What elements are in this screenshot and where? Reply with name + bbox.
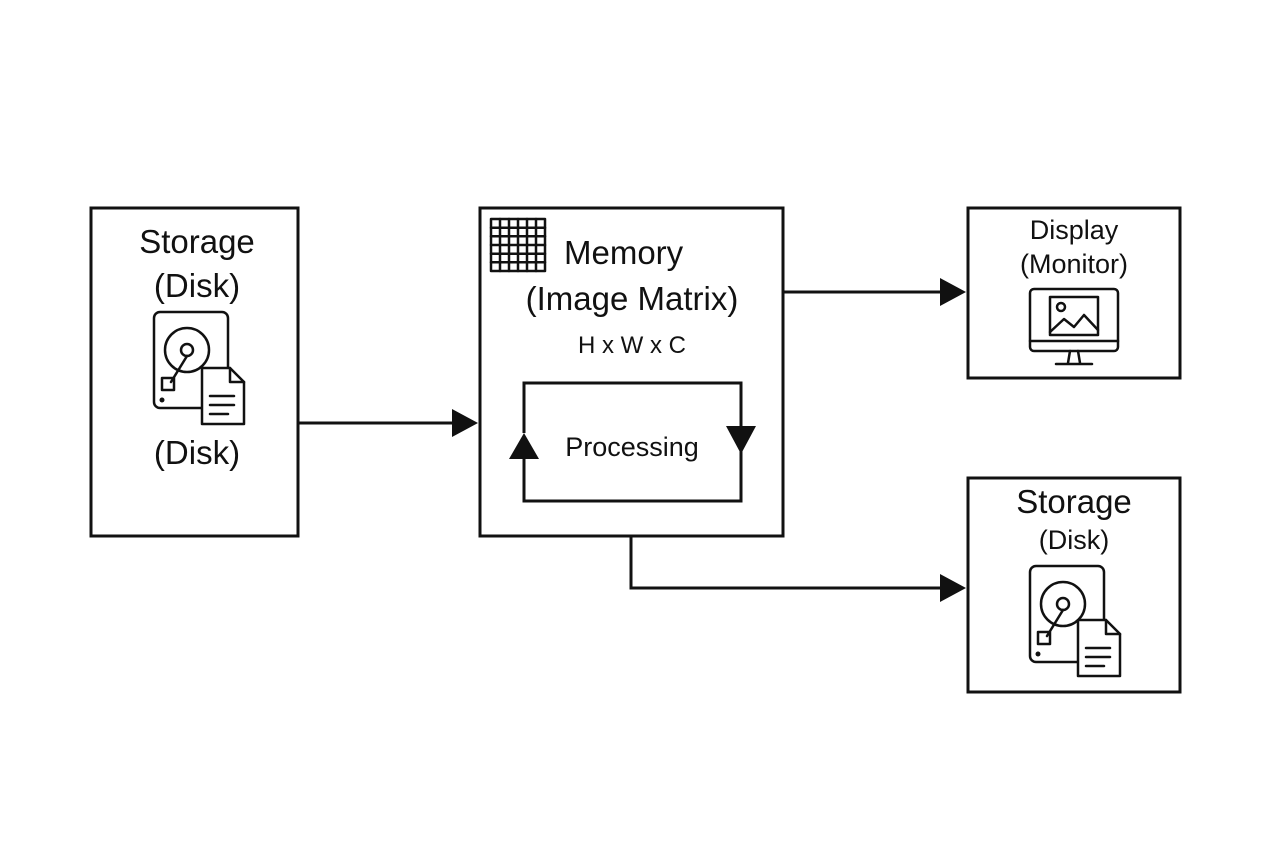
processing-label: Processing: [565, 432, 699, 462]
output-storage-subtitle: (Disk): [1039, 525, 1109, 555]
display-subtitle: (Monitor): [1020, 249, 1128, 279]
hard-drive-with-document-icon: [1028, 564, 1122, 678]
monitor-image-icon: [1028, 287, 1120, 366]
display-title: Display: [1030, 215, 1119, 245]
display-node: Display (Monitor): [966, 206, 1182, 380]
processing-up-arrowhead: [509, 433, 539, 459]
source-storage-title: Storage: [139, 223, 255, 260]
arrowhead-memory-input: [452, 409, 478, 437]
source-storage-node: Storage (Disk) (Disk): [89, 206, 300, 538]
source-storage-caption: (Disk): [154, 434, 240, 471]
arrowhead-output-storage-input: [940, 574, 966, 602]
source-storage-subtitle: (Disk): [154, 267, 240, 304]
output-storage-title: Storage: [1016, 483, 1132, 520]
memory-node: Memory (Image Matrix) H x W x C Processi…: [478, 206, 785, 538]
arrow-memory-to-output-storage: [629, 537, 942, 590]
display-box: [966, 206, 1182, 380]
output-storage-node: Storage (Disk): [966, 476, 1182, 694]
processing-loop: Processing: [509, 381, 756, 503]
memory-title: Memory: [564, 234, 684, 271]
source-storage-box: [89, 206, 300, 538]
memory-subtitle: (Image Matrix): [526, 280, 739, 317]
connectors: [299, 278, 966, 602]
arrowhead-display-input: [940, 278, 966, 306]
hard-drive-with-document-icon: [152, 310, 246, 426]
processing-down-arrowhead: [726, 426, 756, 454]
grid-matrix-icon: [489, 217, 547, 273]
memory-dimensions: H x W x C: [578, 332, 686, 359]
